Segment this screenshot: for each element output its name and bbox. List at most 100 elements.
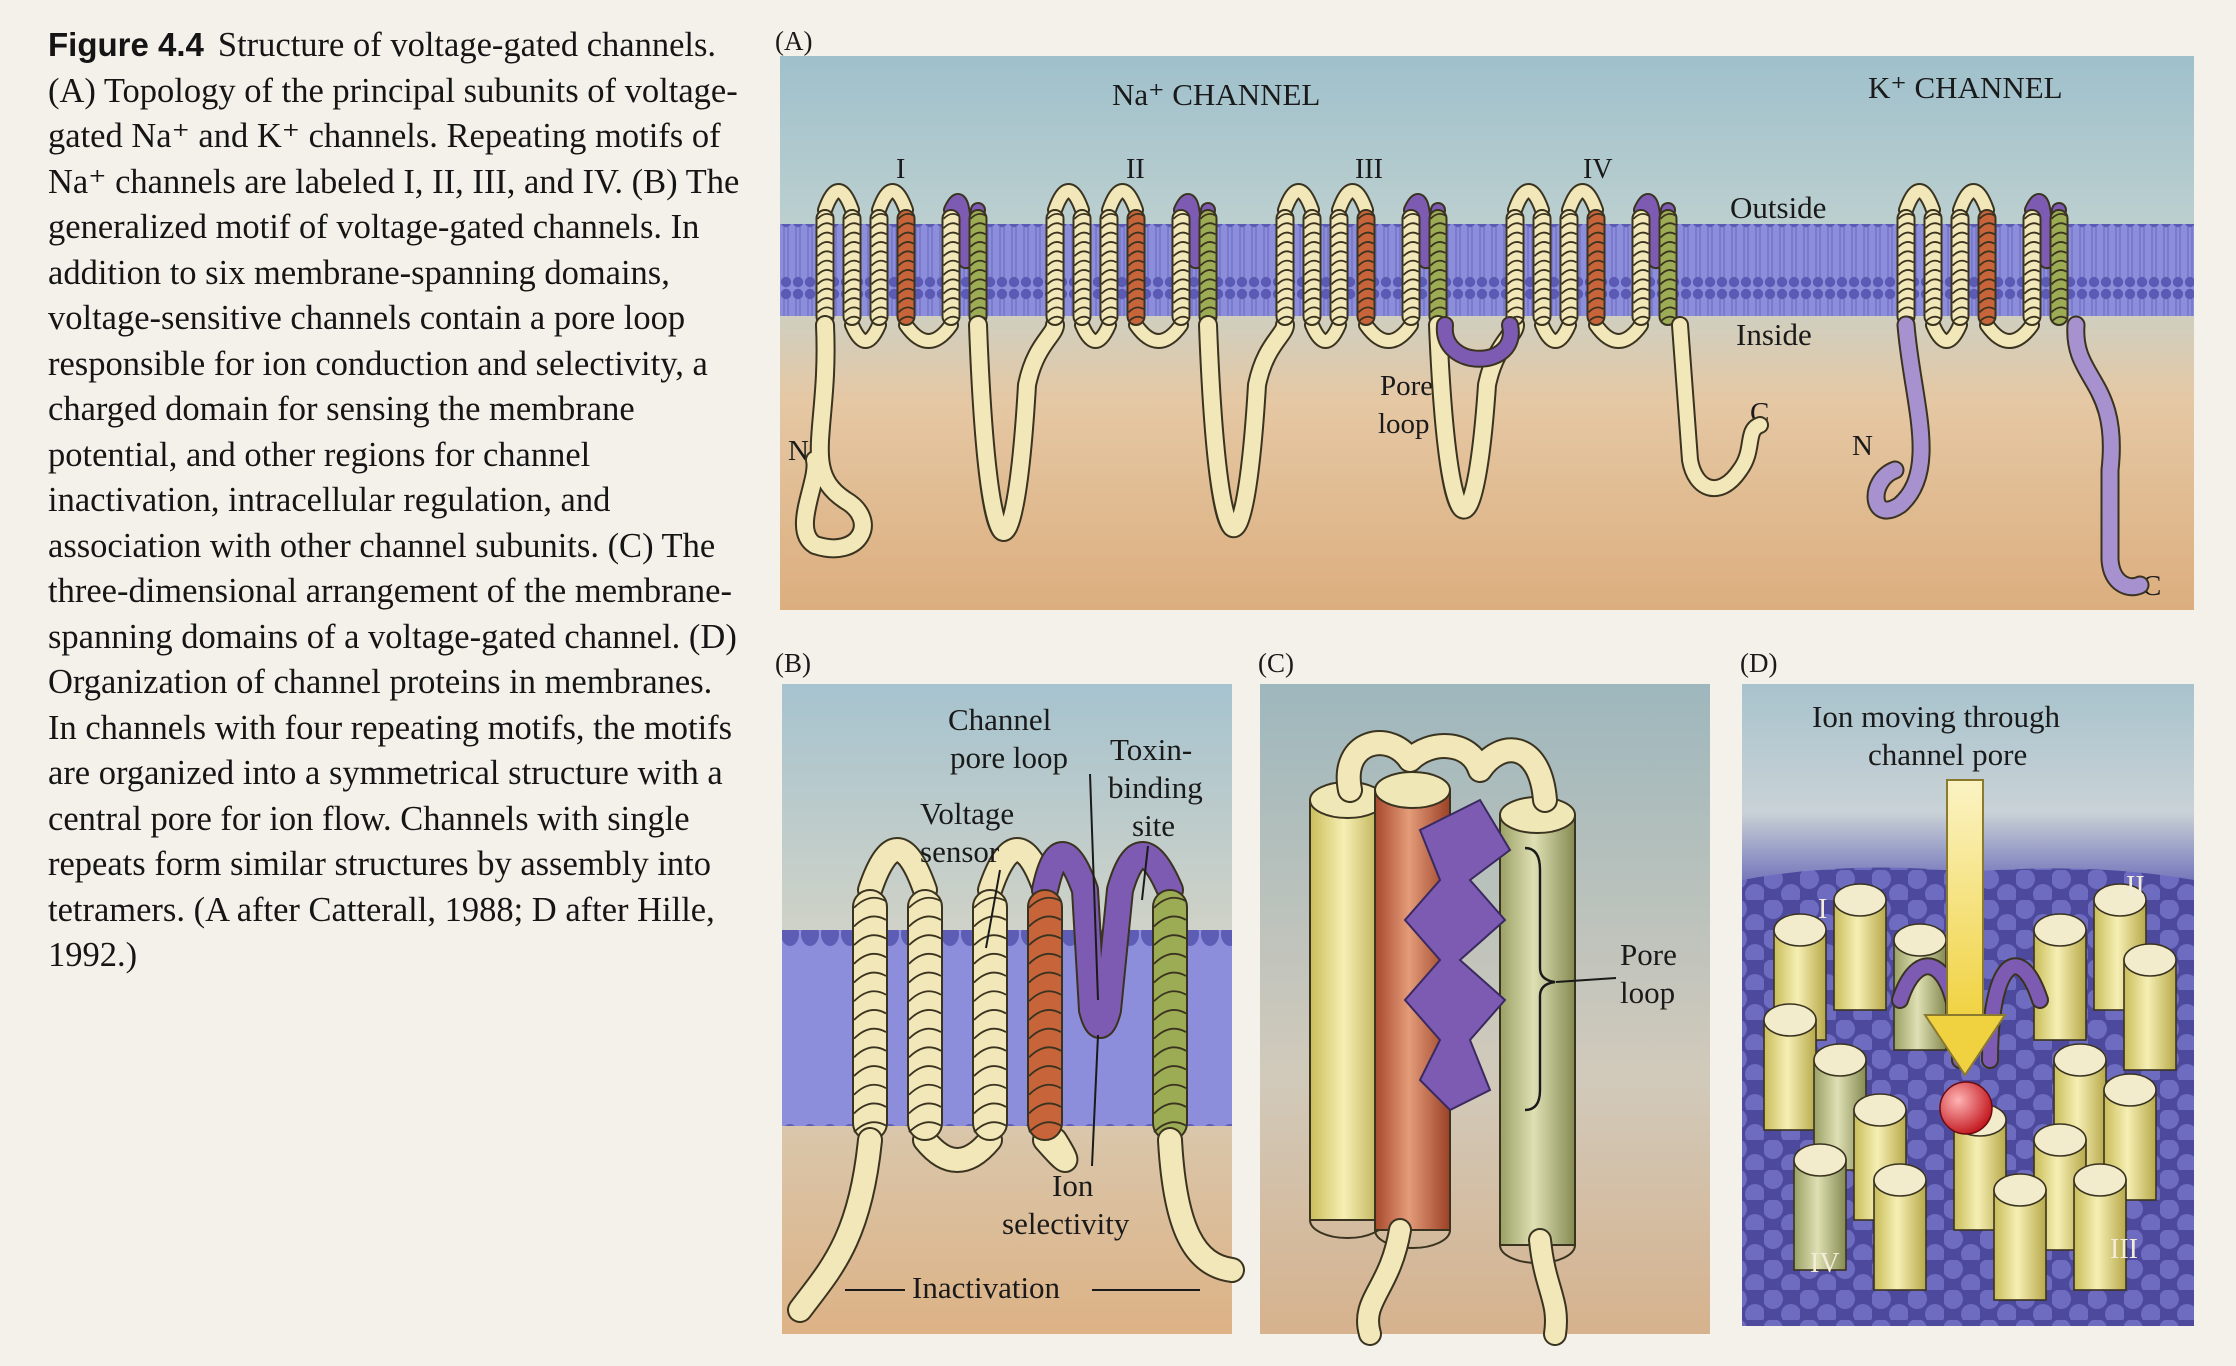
b-helix-turn bbox=[1028, 915, 1062, 928]
transmembrane-helix-turn bbox=[1402, 297, 1419, 304]
transmembrane-helix-turn bbox=[1172, 269, 1189, 276]
b-helix-turn bbox=[973, 1009, 1007, 1021]
k-transmembrane-helix-turn bbox=[1951, 306, 1968, 314]
tetramer-helix-top bbox=[1813, 1043, 1867, 1077]
transmembrane-helix-turn bbox=[843, 269, 860, 276]
transmembrane-helix-turn bbox=[870, 212, 887, 220]
transmembrane-helix-turn bbox=[1330, 306, 1347, 314]
extracellular-loop bbox=[1103, 185, 1142, 216]
channel-tetramer bbox=[1763, 779, 2177, 1301]
extracellular-loop bbox=[1333, 185, 1372, 216]
helix-cylinder-s1 bbox=[1309, 799, 1386, 1221]
k-transmembrane-helix-turn bbox=[2050, 278, 2067, 285]
transmembrane-helix-turn bbox=[1402, 241, 1419, 248]
c-terminus-a bbox=[1673, 318, 1767, 496]
k-transmembrane-helix-turn bbox=[1978, 250, 1995, 257]
transmembrane-helix-turn bbox=[1199, 269, 1216, 276]
k-transmembrane-helix-turn bbox=[1978, 315, 1995, 323]
k-transmembrane-helix-turn bbox=[1924, 315, 1941, 323]
transmembrane-helix-turn bbox=[1127, 222, 1144, 229]
transmembrane-helix-turn bbox=[969, 212, 986, 220]
transmembrane-helix-turn bbox=[1533, 231, 1550, 239]
transmembrane-helix-turn bbox=[1046, 231, 1063, 239]
transmembrane-helix-turn bbox=[1276, 287, 1293, 295]
transmembrane-helix-turn bbox=[1100, 315, 1117, 323]
b-helix-turn bbox=[853, 971, 887, 984]
transmembrane-helix-turn bbox=[1073, 278, 1090, 285]
k-transmembrane-helix-turn bbox=[1951, 250, 1968, 257]
transmembrane-helix-turn bbox=[1632, 250, 1649, 257]
k-transmembrane-helix-turn bbox=[1978, 222, 1995, 229]
tetramer-helix-top bbox=[2033, 1123, 2087, 1157]
transmembrane-helix-turn bbox=[1533, 212, 1550, 220]
transmembrane-helix-turn bbox=[1303, 287, 1320, 295]
transmembrane-helix-turn bbox=[1560, 259, 1577, 267]
transmembrane-helix-turn bbox=[1330, 241, 1347, 248]
panel-d-labels: Ion moving through channel pore I II III… bbox=[1810, 699, 2145, 1279]
b-helix-turn bbox=[973, 915, 1007, 928]
transmembrane-helix-turn bbox=[1357, 241, 1374, 248]
transmembrane-helix-turn bbox=[1100, 278, 1117, 285]
k-transmembrane-helix-turn bbox=[2050, 212, 2067, 220]
b-helix-turn bbox=[1028, 990, 1062, 1002]
motif-label-iii: III bbox=[1355, 154, 1383, 185]
transmembrane-helix-turn bbox=[1506, 231, 1523, 239]
transmembrane-helix-turn bbox=[1357, 259, 1374, 267]
transmembrane-helix-turn bbox=[1659, 269, 1676, 276]
panel-a-labels: Na⁺ CHANNEL K⁺ CHANNEL I II III IV Outsi… bbox=[788, 70, 2161, 602]
transmembrane-helix-turn bbox=[1429, 212, 1446, 220]
k-transmembrane-helix-turn bbox=[1897, 241, 1914, 248]
k-transmembrane-helix-turn bbox=[2023, 315, 2040, 323]
transmembrane-helix-turn bbox=[1172, 250, 1189, 257]
k-transmembrane-helix-turn bbox=[2023, 287, 2040, 295]
b-helix-turn bbox=[853, 1083, 887, 1096]
b-helix-turn bbox=[973, 1102, 1007, 1115]
transmembrane-helix-turn bbox=[816, 287, 833, 295]
k-c-terminus bbox=[2068, 317, 2148, 595]
transmembrane-helix-turn bbox=[1330, 222, 1347, 229]
transmembrane-helix-turn bbox=[1100, 212, 1117, 220]
b-helix-turn bbox=[853, 934, 887, 946]
transmembrane-helix-turn bbox=[1402, 315, 1419, 323]
transmembrane-helix-turn bbox=[1402, 287, 1419, 295]
ion-moving-line2: channel pore bbox=[1868, 737, 2027, 772]
transmembrane-helix-turn bbox=[1127, 287, 1144, 295]
transmembrane-helix-turn bbox=[1276, 278, 1293, 285]
k-transmembrane-helix-turn bbox=[2050, 297, 2067, 304]
k-transmembrane-helix-turn bbox=[1897, 278, 1914, 285]
b-helix-turn bbox=[1153, 1009, 1187, 1021]
transmembrane-helix-turn bbox=[1172, 306, 1189, 314]
b-helix-turn bbox=[1153, 952, 1187, 965]
k-transmembrane-helix-turn bbox=[1951, 278, 1968, 285]
k-transmembrane-helix-turn bbox=[1951, 222, 1968, 229]
transmembrane-helix-turn bbox=[1127, 212, 1144, 220]
b-helix bbox=[1027, 889, 1063, 1141]
k-extracellular-loop bbox=[1900, 185, 1939, 216]
transmembrane-helix-turn bbox=[1506, 212, 1523, 220]
b-helix bbox=[972, 889, 1008, 1141]
b-helix-turn bbox=[1028, 1046, 1062, 1058]
transmembrane-helix-turn bbox=[942, 315, 959, 323]
transmembrane-helix-turn bbox=[843, 259, 860, 267]
k-transmembrane-helix-turn bbox=[1924, 278, 1941, 285]
transmembrane-helix-turn bbox=[1560, 231, 1577, 239]
transmembrane-helix-turn bbox=[1172, 241, 1189, 248]
transmembrane-helix bbox=[1099, 209, 1119, 326]
transmembrane-helix-turn bbox=[1330, 231, 1347, 239]
transmembrane-helix-turn bbox=[897, 222, 914, 229]
transmembrane-helix bbox=[1401, 209, 1421, 326]
transmembrane-helix-turn bbox=[1402, 269, 1419, 276]
b-helix-turn bbox=[908, 990, 942, 1002]
transmembrane-helix-turn bbox=[1073, 250, 1090, 257]
transmembrane-helix-turn bbox=[1402, 259, 1419, 267]
b-helix-turn bbox=[1028, 1009, 1062, 1021]
k-n-terminus-label: N bbox=[1852, 430, 1873, 462]
inactivation-label: Inactivation bbox=[912, 1270, 1061, 1305]
transmembrane-helix-turn bbox=[1506, 287, 1523, 295]
transmembrane-helix-turn bbox=[1276, 222, 1293, 229]
transmembrane-helix-turn bbox=[942, 212, 959, 220]
transmembrane-helix-turn bbox=[1632, 315, 1649, 323]
tetramer-helix bbox=[1993, 1189, 2047, 1301]
transmembrane-helix-turn bbox=[897, 212, 914, 220]
